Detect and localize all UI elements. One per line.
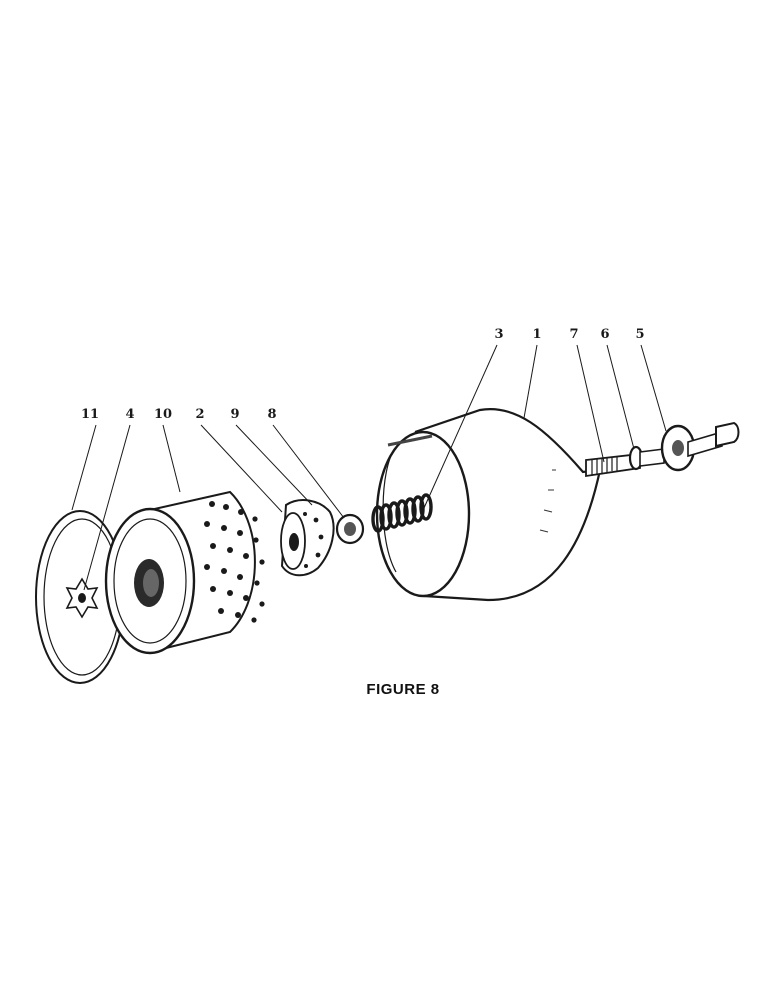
part-2-support-plate [280, 499, 335, 577]
callout-9: 9 [230, 407, 239, 422]
figure-caption: FIGURE 8 [366, 681, 439, 698]
callout-1: 1 [532, 327, 541, 342]
part-5-large-washer [660, 421, 740, 472]
callout-labels: 11 4 10 2 9 8 3 1 7 6 5 [81, 327, 645, 422]
callout-3: 3 [494, 327, 503, 342]
part-10-filter-element [104, 490, 265, 655]
part-6-bolt-washer [628, 445, 665, 471]
callout-4: 4 [125, 407, 134, 422]
callout-10: 10 [154, 407, 172, 422]
callout-2: 2 [195, 407, 204, 422]
callout-6: 6 [600, 327, 609, 342]
part-4-star-plate [65, 577, 99, 619]
leader-lines [71, 344, 667, 591]
part-8-seal-washer [335, 513, 365, 545]
callout-7: 7 [569, 327, 578, 342]
callout-11: 11 [81, 407, 99, 422]
part-3-spring [371, 493, 433, 533]
callout-8: 8 [267, 407, 276, 422]
callout-5: 5 [635, 327, 644, 342]
part-1-bowl [375, 408, 602, 602]
